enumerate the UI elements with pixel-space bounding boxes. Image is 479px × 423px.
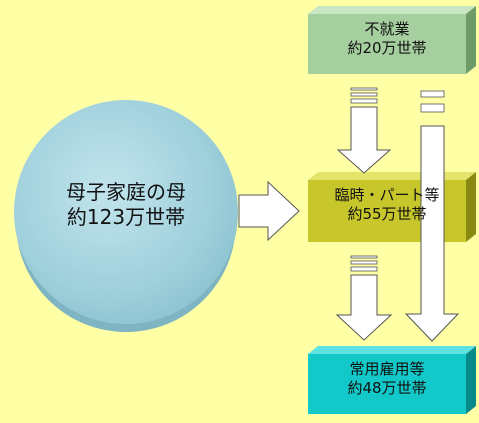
- arrow-unemployed-to-temporary: [336, 87, 392, 174]
- node-label-temporary: 臨時・パート等 約55万世帯: [308, 186, 466, 224]
- node-label-regular: 常用雇用等 約48万世帯: [308, 360, 466, 398]
- node-temporary-count: 約55万世帯: [347, 204, 427, 223]
- box-unemployed: [308, 6, 476, 74]
- node-temporary-name: 臨時・パート等: [334, 186, 440, 204]
- arrow-unemployed-to-regular: [404, 90, 460, 342]
- source-label-line2: 約123万世帯: [66, 205, 186, 229]
- arrow-temporary-to-regular: [335, 255, 393, 341]
- node-unemployed-name: 不就業: [364, 20, 410, 38]
- node-regular-name: 常用雇用等: [349, 360, 425, 378]
- source-label: 母子家庭の母 約123万世帯: [26, 180, 226, 230]
- arrow-source-to-temporary: [238, 180, 300, 242]
- node-regular-count: 約48万世帯: [347, 378, 427, 397]
- box-regular: [308, 346, 476, 414]
- source-circle: [14, 100, 238, 332]
- box-regular-face: [308, 354, 466, 414]
- source-label-line1: 母子家庭の母: [66, 180, 186, 204]
- box-unemployed-face: [308, 14, 466, 74]
- node-unemployed-count: 約20万世帯: [347, 38, 427, 57]
- node-label-unemployed: 不就業 約20万世帯: [308, 20, 466, 58]
